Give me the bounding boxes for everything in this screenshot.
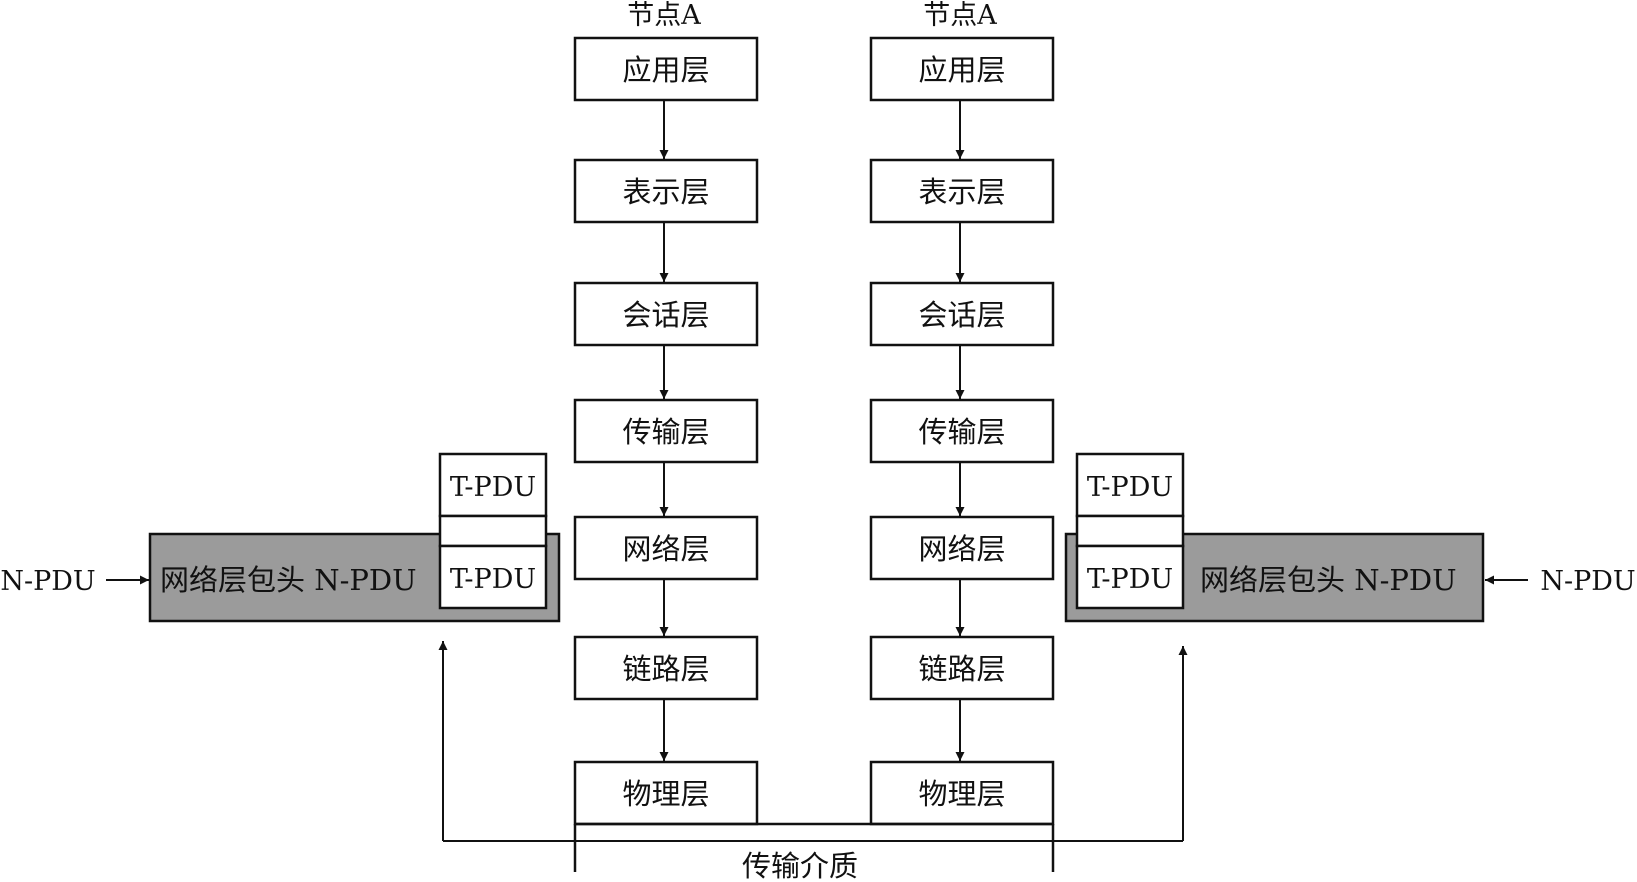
node-right-layer-session-label: 会话层 — [918, 298, 1005, 332]
packet-left-upper-tpdu-label: T-PDU — [450, 472, 536, 503]
node-right-layer-network-label: 网络层 — [918, 532, 1005, 566]
node-right-layer-link-label: 链路层 — [918, 652, 1005, 686]
packet-left-incoming-label: N-PDU — [0, 566, 95, 597]
node-left-layer-link-label: 链路层 — [622, 652, 709, 686]
packet-right: T-PDU T-PDU 网络层包头 N-PDU N-PDU — [1064, 452, 1636, 623]
packet-right-payload-tpdu — [1075, 544, 1185, 610]
node-right-layer-presentation-label: 表示层 — [918, 175, 1005, 209]
transmission-medium — [573, 822, 1055, 872]
packet-left-tpdu-connector — [438, 514, 548, 548]
node-left-layer-session-label: 会话层 — [622, 298, 709, 332]
node-left-layer-application-label: 应用层 — [622, 53, 709, 87]
node-right-title: 节点A — [923, 0, 997, 31]
packet-left-payload-tpdu-label: T-PDU — [450, 564, 536, 595]
node-left-layer-network: 网络层 — [573, 515, 759, 581]
packet-right-incoming-label: N-PDU — [1540, 566, 1635, 597]
node-right-layer-physical: 物理层 — [869, 760, 1055, 826]
medium-label: 传输介质 — [742, 849, 858, 882]
packet-left-header-label: 网络层包头 N-PDU — [160, 563, 417, 597]
packet-right-header-label: 网络层包头 N-PDU — [1200, 563, 1457, 597]
packet-right-tpdu-connector — [1075, 514, 1185, 548]
node-right-layer-transport-label: 传输层 — [918, 415, 1005, 449]
node-left-layer-link: 链路层 — [573, 635, 759, 701]
node-right-layer-application-label: 应用层 — [918, 53, 1005, 87]
node-left-layer-network-label: 网络层 — [622, 532, 709, 566]
node-left-layer-transport-label: 传输层 — [622, 415, 709, 449]
node-right-layer-transport: 传输层 — [869, 398, 1055, 464]
node-right-layer-application: 应用层 — [869, 36, 1055, 102]
node-right-layer-session: 会话层 — [869, 281, 1055, 347]
node-right-layer-network: 网络层 — [869, 515, 1055, 581]
packet-left-payload-tpdu — [438, 544, 548, 610]
node-right-layer-link: 链路层 — [869, 635, 1055, 701]
node-left-layer-physical-label: 物理层 — [622, 777, 709, 811]
packet-right-payload-tpdu-label: T-PDU — [1087, 564, 1173, 595]
node-left-layer-presentation: 表示层 — [573, 158, 759, 224]
route-connector — [438, 641, 1188, 842]
node-left-layer-physical: 物理层 — [573, 760, 759, 826]
packet-right-upper-tpdu-label: T-PDU — [1087, 472, 1173, 503]
node-left-layer-transport: 传输层 — [573, 398, 759, 464]
node-left-stack: 节点A 应用层 表示层 会话层 传输层 网络层 链路层 物理层 — [573, 0, 759, 826]
node-right-stack: 节点A 应用层 表示层 会话层 传输层 网络层 链路层 物理层 — [869, 0, 1055, 826]
node-left-layer-presentation-label: 表示层 — [622, 175, 709, 209]
packet-left: 网络层包头 N-PDU T-PDU T-PDU N-PDU — [0, 452, 561, 623]
node-left-title: 节点A — [627, 0, 701, 31]
node-left-layer-application: 应用层 — [573, 36, 759, 102]
node-right-layer-presentation: 表示层 — [869, 158, 1055, 224]
node-right-layer-physical-label: 物理层 — [918, 777, 1005, 811]
node-left-layer-session: 会话层 — [573, 281, 759, 347]
